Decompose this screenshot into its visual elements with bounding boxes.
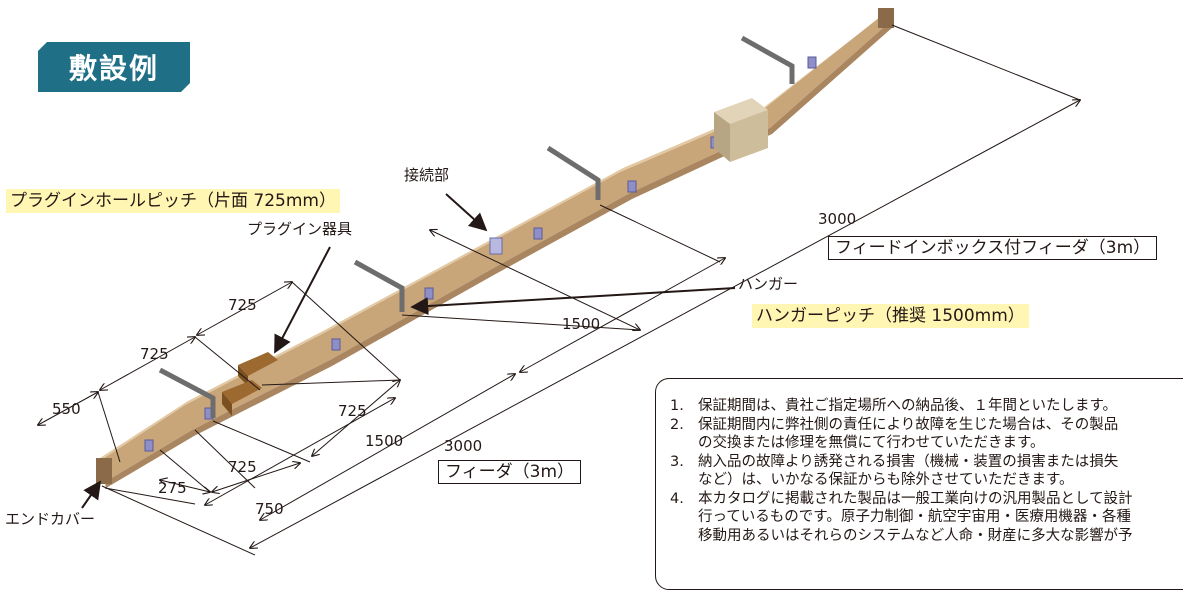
end-cover-left [96, 458, 112, 484]
note-text: 保証期間内に弊社側の責任により故障を生じた場合は、その製品 の交換または修理を無… [698, 416, 1119, 452]
feeder-with-box-label: フィードインボックス付フィーダ（3m） [828, 236, 1158, 260]
dim-3000-upper: 3000 [818, 210, 857, 228]
dim-275: 275 [158, 479, 187, 497]
note-text: 保証期間は、貴社ご指定場所への納品後、１年間といたします。 [698, 398, 1118, 414]
note-item: 4. 本カタログに掲載された製品は一般工業向けの汎用製品として設計 行っているもの… [656, 490, 1183, 546]
hanger-pitch-highlight: ハンガーピッチ（推奨 1500mm） [752, 304, 1029, 328]
callout-arrows [81, 193, 736, 509]
note-text: 本カタログに掲載された製品は一般工業向けの汎用製品として設計 行っているものです… [698, 490, 1133, 544]
joint [489, 237, 503, 255]
dimension-lines [38, 24, 1080, 556]
badge-text: 敷設例 [68, 52, 159, 85]
dim-725-bottom: 725 [228, 458, 257, 476]
note-number: 3. [670, 453, 684, 470]
warranty-notes: 1. 保証期間は、貴社ご指定場所への納品後、１年間といたします。 2. 保証期間内に… [655, 378, 1183, 590]
dim-725-right: 725 [338, 402, 367, 420]
note-number: 1. [670, 398, 684, 414]
dim-1500-lower: 1500 [365, 432, 404, 450]
note-item: 1. 保証期間は、貴社ご指定場所への納品後、１年間といたします。 [656, 397, 1183, 416]
note-number: 4. [670, 490, 684, 507]
label-connection: 接続部 [404, 166, 450, 184]
note-item: 3. 納入品の故障より誘発される損害（機械・装置の損害または損失 など）は、いかな… [656, 453, 1183, 490]
label-end-cover: エンドカバー [5, 510, 96, 528]
note-number: 2. [670, 416, 684, 433]
note-item: 2. 保証期間内に弊社側の責任により故障を生じた場合は、その製品 の交換または修理… [656, 416, 1183, 453]
section-badge: 敷設例 [38, 42, 190, 92]
dim-725-top: 725 [228, 296, 257, 314]
dim-725-mid: 725 [140, 345, 169, 363]
note-text: 納入品の故障より誘発される損害（機械・装置の損害または損失 など）は、いかなる保… [698, 453, 1119, 489]
dim-1500-upper: 1500 [562, 315, 601, 333]
busway-diagram [0, 8, 1183, 556]
label-plugin-device: プラグイン器具 [247, 220, 353, 238]
dim-3000-lower: 3000 [444, 437, 483, 455]
end-cover-right [878, 8, 894, 28]
feeder-label: フィーダ（3m） [438, 460, 582, 484]
plugin-pitch-highlight: プラグインホールピッチ（片面 725mm） [6, 189, 340, 213]
dim-550: 550 [52, 400, 81, 418]
feed-in-box [714, 98, 768, 162]
label-hanger: ハンガー [738, 275, 799, 293]
dim-750: 750 [255, 500, 284, 518]
